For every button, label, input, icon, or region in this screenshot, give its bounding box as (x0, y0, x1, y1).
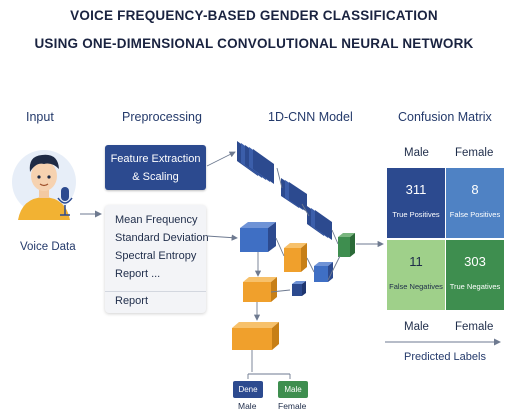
cube-orange-2 (243, 277, 277, 302)
section-model: 1D-CNN Model (268, 110, 353, 124)
cm-label: True Negatives (449, 282, 501, 291)
section-input: Input (26, 110, 54, 124)
cm-cell-true-negatives: 303 True Negatives (446, 240, 504, 310)
cube-orange-3 (232, 322, 279, 350)
confusion-matrix: 311 True Positives 8 False Positives 11 … (387, 168, 507, 312)
cube-blue-tiny (292, 281, 306, 296)
cm-cell-false-negatives: 11 False Negatives (387, 240, 445, 310)
cube-blue-small (314, 262, 333, 282)
output-node-2: Male (278, 381, 308, 398)
cm-value: 8 (471, 182, 479, 197)
output-caption-2: Female (278, 401, 307, 411)
cm-label: True Positives (392, 210, 440, 219)
voice-data-label: Voice Data (20, 241, 76, 253)
cm-top-header-female: Female (455, 147, 494, 159)
feature-extraction-line-1: Feature Extraction (110, 152, 201, 165)
cube-green-small (338, 233, 355, 257)
conv-layer-stack-2 (281, 178, 307, 212)
model-connections (206, 151, 384, 379)
feature-item: Mean Frequency (115, 214, 198, 226)
feature-item: Standard Deviation (115, 232, 209, 244)
cm-label: False Positives (449, 210, 501, 219)
feature-extraction-box: Feature Extraction & Scaling (105, 145, 206, 190)
feature-list-box: Mean Frequency Standard Deviation Spectr… (105, 205, 209, 313)
predicted-labels: Predicted Labels (404, 351, 486, 363)
cm-value: 11 (409, 254, 423, 269)
cube-orange-1 (284, 243, 307, 272)
title-line-1: VOICE FREQUENCY-BASED GENDER CLASSIFICAT… (70, 8, 438, 23)
cm-cell-true-positives: 311 True Positives (387, 168, 445, 238)
cm-value: 311 (405, 182, 427, 197)
conv-layer-stack-1 (237, 141, 274, 184)
feature-extraction-line-2: & Scaling (132, 170, 179, 183)
feature-item: Report ... (115, 268, 161, 280)
feature-divider (105, 291, 206, 292)
section-confusion-matrix: Confusion Matrix (398, 110, 492, 124)
conv-layer-stack-3 (307, 206, 332, 240)
cube-blue-large (240, 222, 276, 252)
feature-item: Spectral Entropy (115, 250, 197, 262)
cm-bottom-header-male: Male (404, 321, 429, 333)
title-line-2: USING ONE-DIMENSIONAL CONVOLUTIONAL NEUR… (34, 36, 474, 51)
cm-top-header-male: Male (404, 147, 429, 159)
output-caption-1: Male (238, 401, 257, 411)
section-preprocessing: Preprocessing (122, 110, 202, 124)
cm-label: False Negatives (389, 282, 443, 291)
cm-value: 303 (464, 254, 486, 269)
feature-footer: Report (115, 295, 149, 307)
cm-cell-false-positives: 8 False Positives (446, 168, 504, 238)
cm-bottom-header-female: Female (455, 321, 494, 333)
output-node-1: Dene (233, 381, 263, 398)
